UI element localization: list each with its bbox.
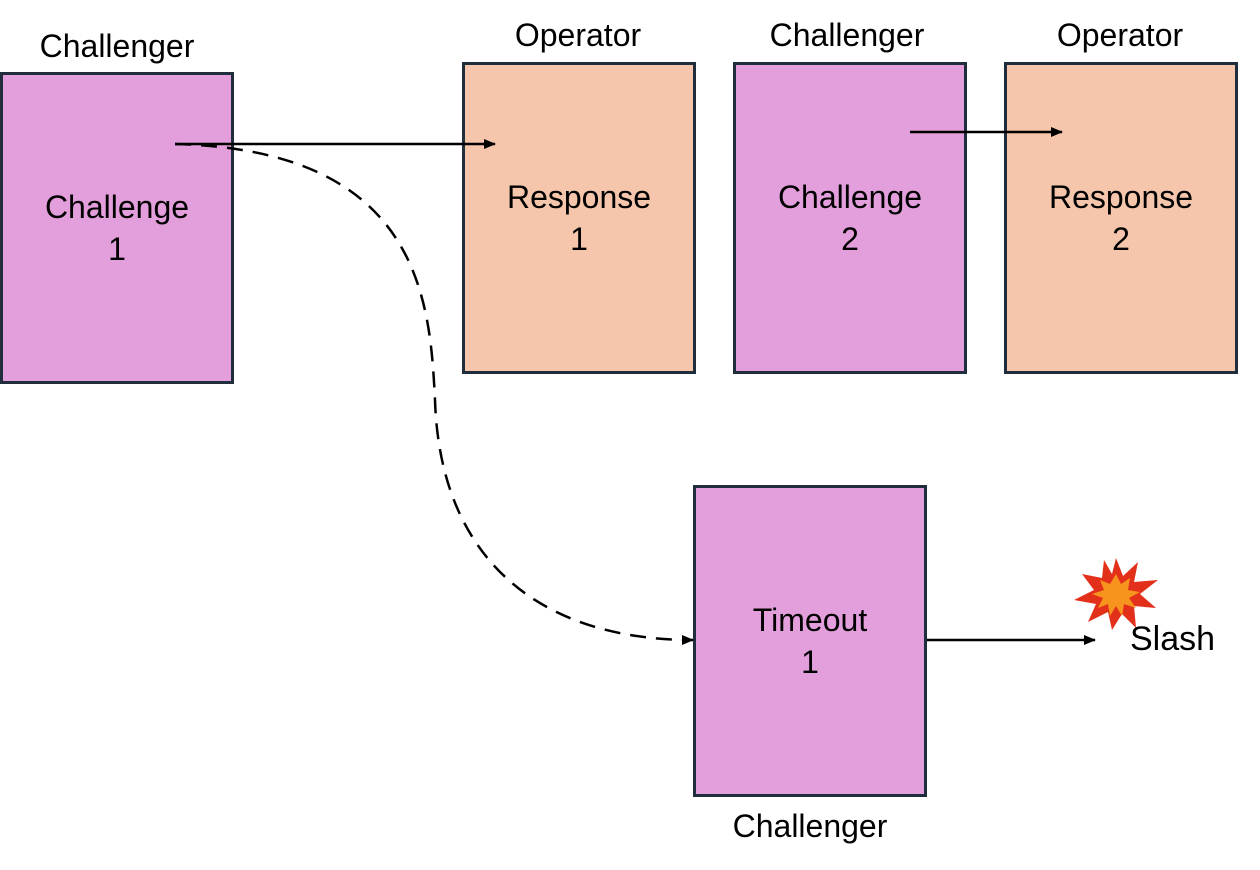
- explosion-icon: [1074, 558, 1158, 630]
- challenge2-box: Challenge 2: [733, 62, 967, 374]
- response2-number: 2: [1112, 221, 1130, 257]
- response2-role-label: Operator: [1056, 17, 1184, 53]
- response1-number: 1: [570, 221, 588, 257]
- timeout1-box: Timeout 1: [693, 485, 927, 797]
- response1-role-label: Operator: [514, 17, 642, 53]
- timeout1-role-label: Challenger: [732, 808, 888, 844]
- challenge1-number: 1: [108, 231, 126, 267]
- challenge1-role-label: Challenger: [39, 28, 195, 64]
- challenge1-box: Challenge 1: [0, 72, 234, 384]
- slash-label: Slash: [1130, 620, 1216, 658]
- response2-box: Response 2: [1004, 62, 1238, 374]
- challenge1-title: Challenge: [44, 189, 190, 225]
- response2-title: Response: [1048, 179, 1194, 215]
- response1-title: Response: [506, 179, 652, 215]
- timeout1-title: Timeout: [752, 602, 868, 638]
- challenge2-title: Challenge: [777, 179, 923, 215]
- response1-box: Response 1: [462, 62, 696, 374]
- challenge2-role-label: Challenger: [769, 17, 925, 53]
- timeout1-number: 1: [801, 644, 819, 680]
- challenge2-number: 2: [841, 221, 859, 257]
- dashed-arrow-challenge1-to-timeout1: [174, 142, 694, 645]
